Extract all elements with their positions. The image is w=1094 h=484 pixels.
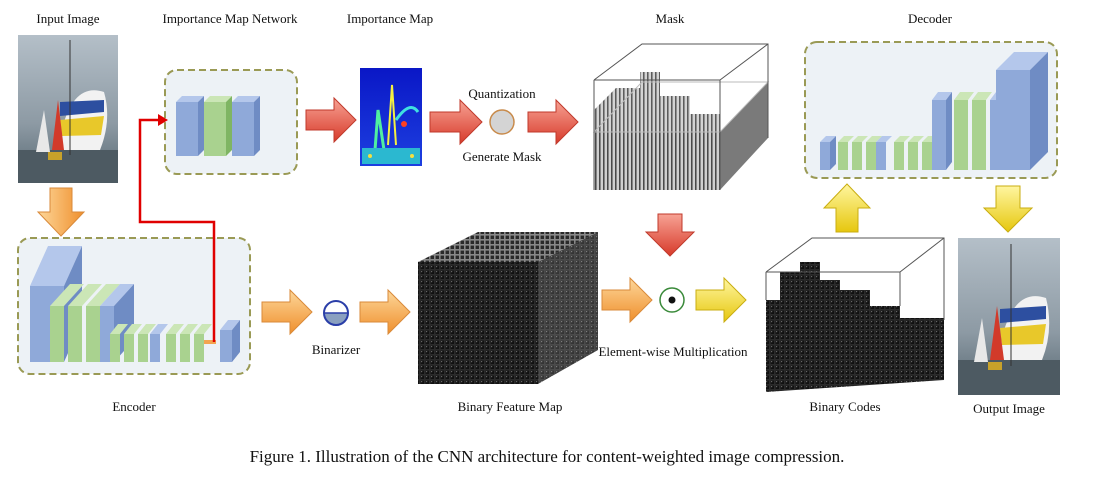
importance-map-network-label: Importance Map Network xyxy=(162,11,298,26)
decoder-label: Decoder xyxy=(907,11,953,26)
importance-map-image xyxy=(360,68,422,166)
arrow-network-to-map xyxy=(305,96,357,144)
binary-codes-cube xyxy=(765,237,945,392)
input-image xyxy=(18,35,118,183)
binarizer-icon xyxy=(323,300,349,326)
mask-label: Mask xyxy=(655,11,685,26)
arrow-map-to-quantizer xyxy=(429,98,483,146)
binary-codes-label: Binary Codes xyxy=(809,399,881,414)
output-image-label: Output Image xyxy=(973,401,1045,416)
skip-connection-line xyxy=(138,118,216,342)
figure-caption: Figure 1. Illustration of the CNN archit… xyxy=(249,447,845,466)
arrow-encoder-to-binarizer xyxy=(261,288,313,336)
quantization-label: Quantization xyxy=(468,86,536,101)
importance-network-layers xyxy=(176,96,260,156)
encoder-label: Encoder xyxy=(112,399,156,414)
binary-feature-map-cube xyxy=(418,232,598,384)
decoder-layers xyxy=(820,52,1048,170)
mask-cube xyxy=(592,43,770,190)
generate-mask-label: Generate Mask xyxy=(462,149,542,164)
arrow-decoder-to-output xyxy=(982,185,1034,233)
element-wise-multiplication-label: Element-wise Multiplication xyxy=(598,344,748,359)
binary-feature-map-label: Binary Feature Map xyxy=(457,399,563,414)
arrow-input-to-encoder xyxy=(36,187,86,237)
binarizer-label: Binarizer xyxy=(311,342,361,357)
skip-connection-arrowhead xyxy=(158,114,168,126)
arrow-feature-map-to-multiplier xyxy=(601,276,653,324)
importance-map-label: Importance Map xyxy=(346,11,434,26)
arrow-mask-to-multiplier xyxy=(644,213,696,257)
output-image xyxy=(958,238,1060,395)
encoder-layers xyxy=(30,246,240,362)
arrow-multiplier-to-binary-codes xyxy=(695,276,747,324)
input-image-label: Input Image xyxy=(36,11,100,26)
arrow-binarizer-to-feature-map xyxy=(359,288,411,336)
arrow-binary-codes-to-decoder xyxy=(822,183,872,233)
quantizer-icon xyxy=(489,109,515,135)
arrow-quantizer-to-mask xyxy=(527,98,579,146)
multiplier-icon xyxy=(659,287,685,313)
